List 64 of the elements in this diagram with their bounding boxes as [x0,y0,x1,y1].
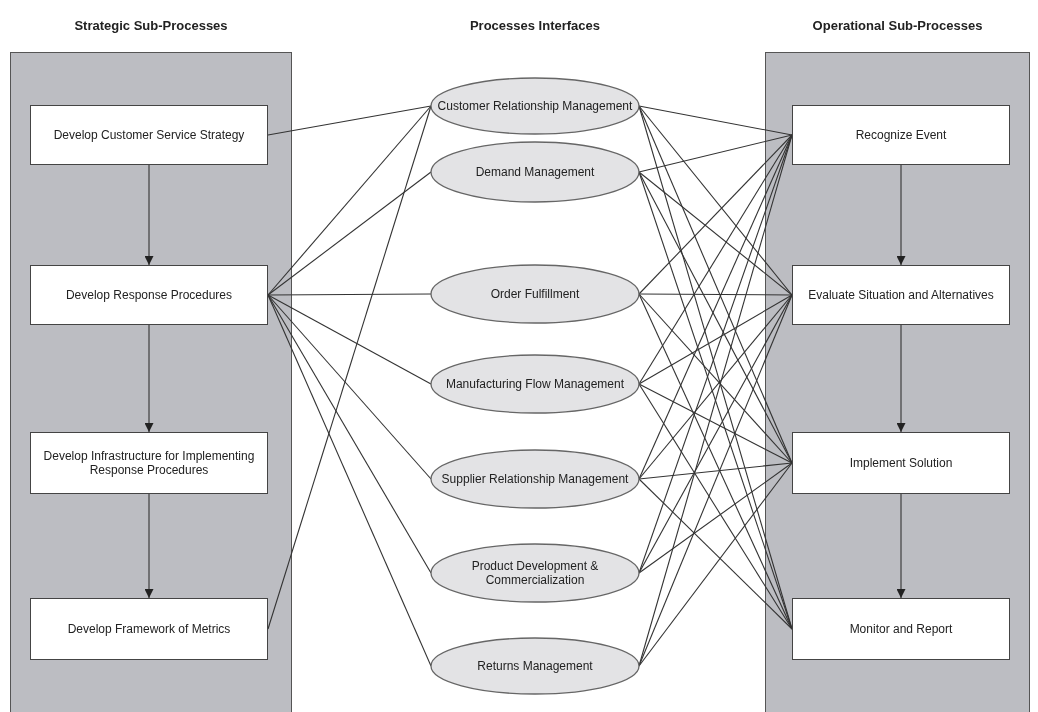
process-label: Order Fulfillment [489,287,581,301]
process-box [792,432,1010,494]
process-box [792,105,1010,165]
connector-line [638,134,793,385]
connector-line [638,383,793,630]
process-box [30,105,268,165]
process-ellipse [431,355,639,413]
process-label: Returns Management [476,659,594,673]
process-box [792,598,1010,660]
connector-line [267,105,432,296]
column-heading: Processes Interfaces [468,18,602,33]
connector-line [267,293,432,296]
arrow [896,164,906,266]
process-label: Supplier Relationship Management [440,472,630,486]
connector-line [638,293,793,296]
process-label: Manufacturing Flow Management [444,377,626,391]
connector-line [638,134,793,574]
column-heading: Strategic Sub-Processes [73,18,229,33]
arrow [144,164,154,266]
connector-line [638,134,793,173]
process-label: Evaluate Situation and Alternatives [807,288,995,302]
arrow [896,324,906,433]
connector-line [267,294,432,480]
process-ellipse [431,450,639,508]
connector-line [267,105,432,630]
process-label: Monitor and Report [848,622,954,636]
connector-line [267,105,432,136]
process-box [30,598,268,660]
connector-line [638,478,793,630]
arrow [144,324,154,433]
connector-line [267,294,432,574]
connector-line [638,462,793,667]
connector-line [267,294,432,667]
process-label: Develop Response Procedures [64,288,234,302]
connector-line [638,294,793,385]
process-box [792,265,1010,325]
process-label: Recognize Event [854,128,948,142]
connector-line [638,294,793,574]
arrow [144,493,154,599]
connector-line [638,462,793,480]
process-label: Demand Management [474,165,596,179]
process-label: Develop Framework of Metrics [66,622,232,636]
process-ellipse [431,544,639,602]
arrow [896,493,906,599]
process-label: Develop Infrastructure for Implementing Response Procedures [42,449,256,477]
connector-line [638,383,793,464]
process-box [30,432,268,494]
process-label: Customer Relationship Management [436,99,634,113]
connector-line [638,105,793,136]
process-ellipse [431,142,639,202]
connector-line [267,294,432,385]
process-ellipse [431,78,639,134]
process-label: Implement Solution [848,456,954,470]
connector-line [638,105,793,296]
connector-line [638,171,793,296]
process-box [30,265,268,325]
process-label: Develop Customer Service Strategy [52,128,246,142]
connector-line [638,134,793,295]
column-heading: Operational Sub-Processes [811,18,984,33]
process-ellipse [431,265,639,323]
process-ellipse [431,638,639,694]
process-label: Product Development & Commercialization [470,559,600,587]
connector-line [638,462,793,574]
connector-line [267,171,432,296]
